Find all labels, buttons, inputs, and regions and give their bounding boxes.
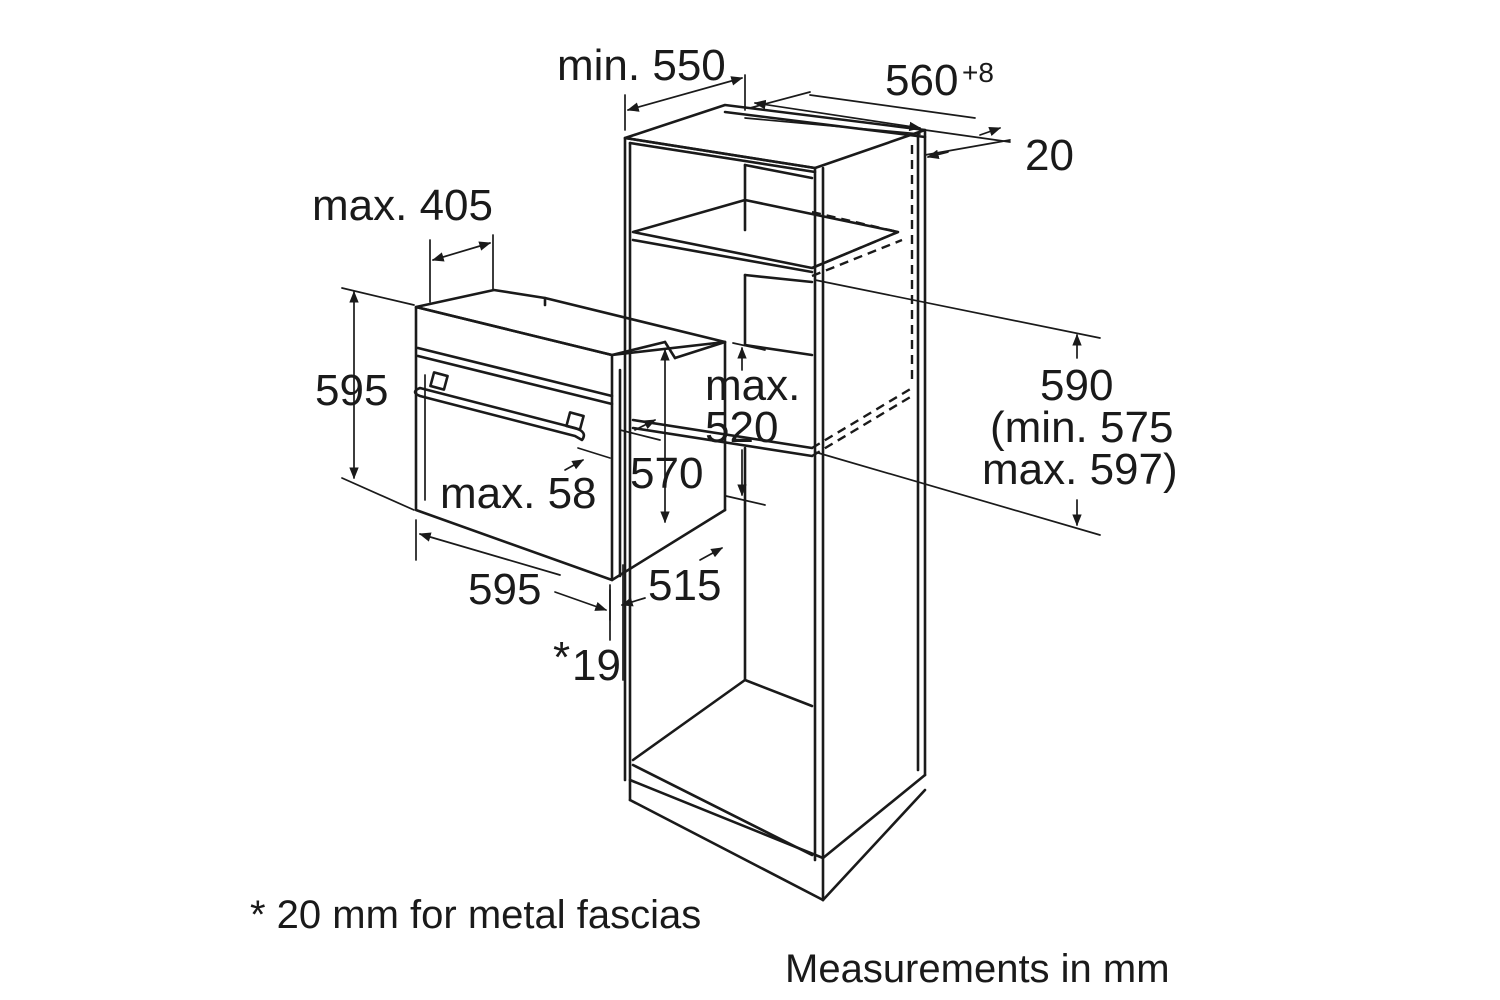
built-in-oven [413, 288, 727, 582]
label-max-405: max. 405 [312, 181, 493, 230]
label-20: 20 [1025, 131, 1074, 180]
label-19: 19 [572, 641, 621, 690]
labels: min. 550 560 +8 20 max. 405 595 max. 520… [250, 41, 1178, 991]
footnote-metal-fascias: * 20 mm for metal fascias [250, 893, 701, 937]
label-width-595: 595 [468, 565, 541, 614]
label-590-min: (min. 575 [990, 403, 1173, 452]
units-note: Measurements in mm [785, 947, 1170, 991]
label-max-520-line1: max. [705, 361, 800, 410]
label-max-520-line2: 520 [705, 403, 778, 452]
label-min-550: min. 550 [557, 41, 726, 90]
label-560-tolerance: +8 [962, 57, 994, 88]
label-515: 515 [648, 561, 721, 610]
label-height-595: 595 [315, 366, 388, 415]
cabinet-top [623, 103, 927, 170]
label-570: 570 [630, 449, 703, 498]
label-590: 590 [1040, 361, 1113, 410]
oven-handle [413, 386, 586, 442]
tall-cabinet [623, 103, 927, 902]
label-star: * [553, 633, 570, 682]
label-560: 560 [885, 56, 958, 105]
label-590-max: max. 597) [982, 445, 1178, 494]
dimension-lines [341, 74, 1101, 681]
label-max-58: max. 58 [440, 469, 597, 518]
oven-top [414, 288, 727, 357]
